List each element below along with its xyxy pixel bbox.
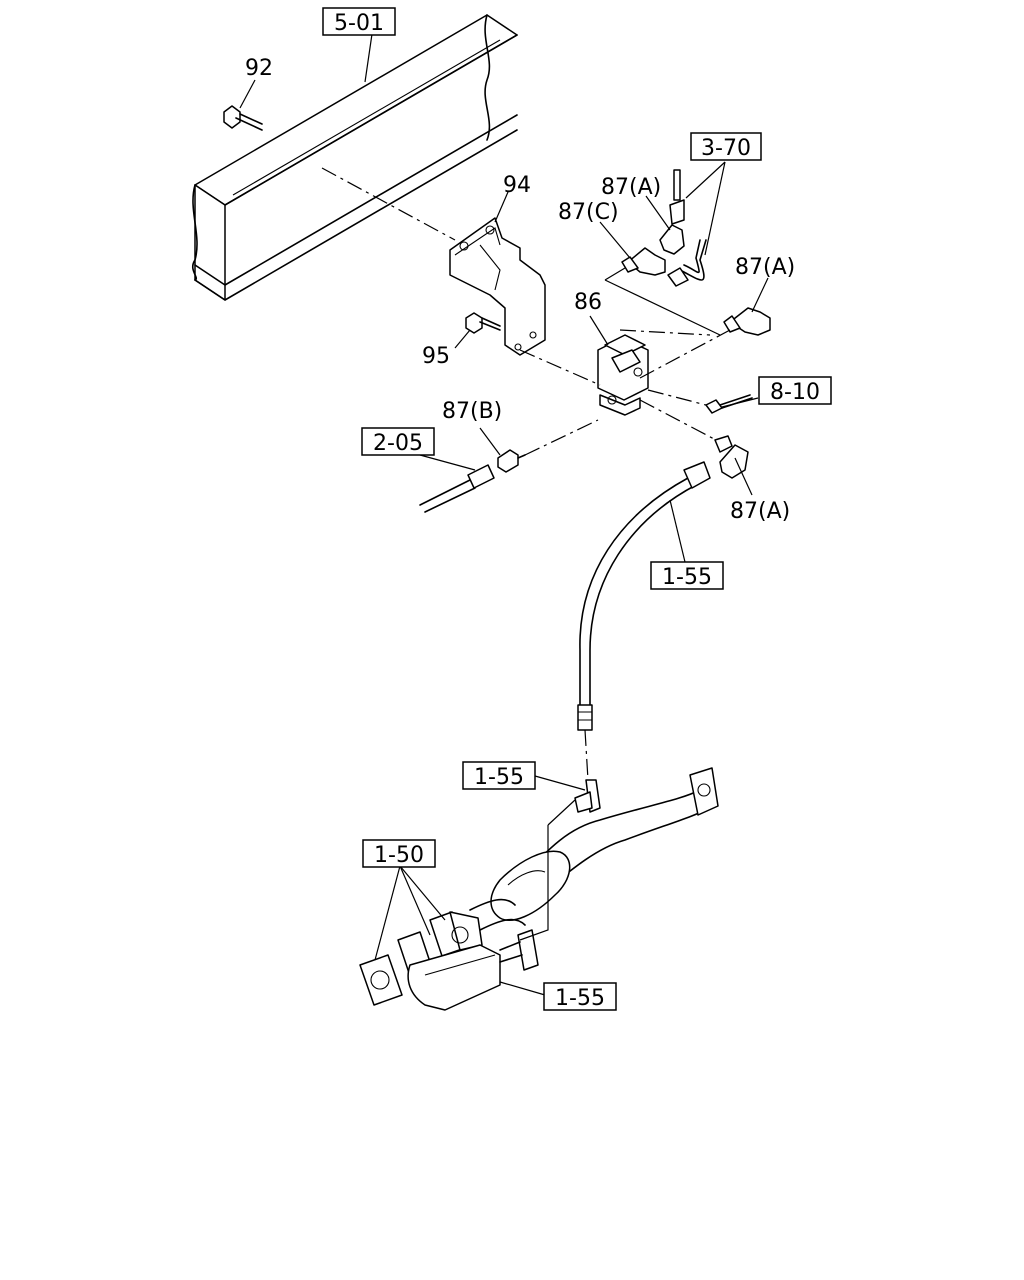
part-label-87c: 87(C) (558, 200, 619, 225)
fitting-87a-right-icon (723, 307, 771, 336)
ref-label-8-10: 8-10 (770, 380, 820, 405)
fitting-87c-icon (621, 247, 666, 276)
ref-box-1-55-hose: 1-55 (650, 561, 724, 590)
ref-label-5-01: 5-01 (334, 11, 384, 36)
pipe-3-70 (667, 239, 707, 287)
part-label-94: 94 (503, 173, 531, 198)
ref-box-1-50: 1-50 (362, 839, 436, 868)
bolt-95-icon (465, 312, 501, 334)
part-label-87a-low: 87(A) (730, 499, 790, 524)
bracket-94 (449, 217, 546, 356)
ref-label-1-55-hose: 1-55 (662, 565, 712, 590)
leader-lines (239, 33, 769, 996)
part-label-86: 86 (574, 290, 602, 315)
connector-8-10-icon (705, 394, 753, 414)
part-label-87b: 87(B) (442, 399, 502, 424)
fitting-87a-low-icon (714, 435, 749, 479)
tee-fitting-icon (574, 779, 601, 813)
frame-rail (191, 14, 518, 301)
ref-box-2-05: 2-05 (361, 427, 435, 456)
valve-86 (597, 334, 649, 416)
bolt-92-icon (223, 105, 263, 131)
ref-label-1-55-tee: 1-55 (474, 765, 524, 790)
part-label-95: 95 (422, 344, 450, 369)
ref-box-8-10: 8-10 (758, 376, 832, 405)
ref-box-3-70: 3-70 (690, 132, 762, 161)
ref-label-1-55-manifold: 1-55 (555, 986, 605, 1011)
exhaust-pipe (469, 767, 719, 931)
part-label-87a-right: 87(A) (735, 255, 795, 280)
fitting-87b-icon (497, 449, 526, 473)
ref-label-2-05: 2-05 (373, 431, 423, 456)
hose-2-05 (419, 464, 495, 513)
ref-label-3-70: 3-70 (701, 136, 751, 161)
ref-box-1-55-manifold: 1-55 (543, 982, 617, 1011)
part-label-87a-top: 87(A) (601, 175, 661, 200)
part-label-92: 92 (245, 56, 273, 81)
ref-box-1-55-tee: 1-55 (462, 761, 536, 790)
ref-box-5-01: 5-01 (322, 7, 396, 36)
ref-label-1-50: 1-50 (374, 843, 424, 868)
assembly-lines (321, 167, 731, 941)
fitting-87a-top-icon (659, 169, 685, 255)
hose-1-55 (577, 461, 711, 731)
manifold-1-50 (359, 911, 539, 1011)
